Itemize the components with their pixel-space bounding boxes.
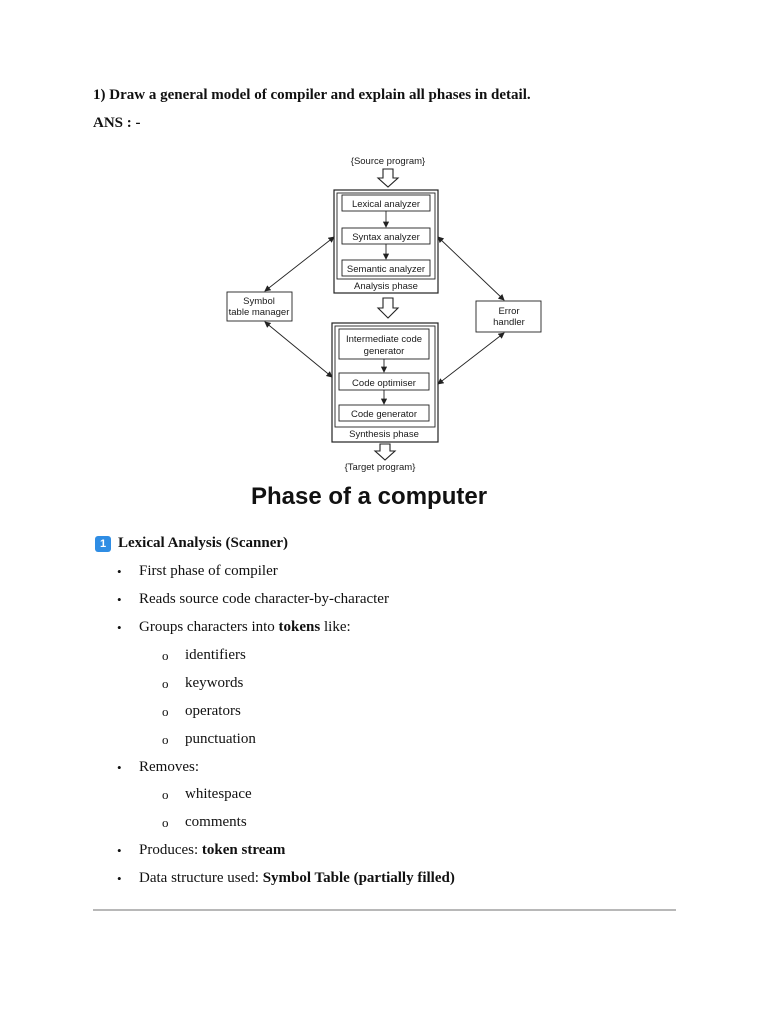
error-handler-box [475, 300, 542, 333]
semantic-analyzer-label: Semantic analyzer [347, 264, 425, 275]
symbol-label-2: table manager [229, 307, 290, 318]
synthesis-phase-label: Synthesis phase [349, 429, 419, 440]
error-synthesis-arrow [437, 332, 505, 385]
section-heading: 1 Lexical Analysis (Scanner) [95, 535, 288, 552]
symbol-label-1: Symbol [243, 296, 275, 307]
token-stream-term: token stream [201, 842, 286, 858]
source-hollow-arrow [376, 168, 400, 188]
error-analysis-arrow [437, 236, 505, 301]
question-heading: 1) Draw a general model of compiler and … [93, 87, 531, 103]
bullet-icon: • [117, 620, 122, 635]
compiler-phases-diagram: {Source program} Lexical analyzer Syntax… [222, 148, 552, 478]
sub-list-item: operators [185, 703, 241, 719]
syntax-analyzer-label: Syntax analyzer [352, 232, 420, 243]
list-item: Removes: [139, 759, 199, 775]
circle-bullet-icon: o [162, 648, 169, 663]
bullet-icon: • [117, 760, 122, 775]
code-generator-label: Code generator [351, 409, 417, 420]
sub-list-item: comments [185, 814, 247, 830]
target-program-label: {Target program} [345, 462, 416, 473]
sub-list-item: keywords [185, 675, 244, 691]
section-title: Lexical Analysis (Scanner) [118, 535, 289, 551]
error-label-1: Error [498, 306, 519, 317]
circle-bullet-icon: o [162, 732, 169, 747]
bullet-icon: • [117, 843, 122, 858]
target-hollow-arrow [373, 443, 397, 461]
list-item: Reads source code character-by-character [139, 591, 389, 607]
tokens-term: tokens [278, 619, 321, 635]
symbol-table-term: Symbol Table (partially filled) [262, 870, 455, 886]
source-program-label: {Source program} [351, 156, 425, 167]
number-one-badge: 1 [95, 535, 111, 552]
symbol-table-manager-box [226, 291, 293, 322]
circle-bullet-icon: o [162, 676, 169, 691]
bullet-icon: • [117, 592, 122, 607]
circle-bullet-icon: o [162, 815, 169, 830]
circle-bullet-icon: o [162, 787, 169, 802]
bullet-icon: • [117, 871, 122, 886]
analysis-phase-label: Analysis phase [354, 281, 418, 292]
semantic-analyzer-box [341, 259, 431, 277]
symbol-synthesis-arrow [264, 321, 333, 378]
horizontal-divider [93, 909, 676, 911]
diagram-caption: Phase of a computer [250, 483, 488, 510]
error-label-2: handler [493, 317, 525, 328]
sub-list-item: punctuation [185, 731, 256, 747]
sub-list-item: identifiers [185, 647, 246, 663]
intermediate-code-generator-box [338, 328, 430, 360]
lexical-analyzer-label: Lexical analyzer [352, 199, 420, 210]
phase-hollow-arrow [376, 297, 400, 319]
intermediate-code-label-1: Intermediate code [346, 334, 422, 345]
sub-list-item: whitespace [185, 786, 252, 802]
answer-label: ANS : - [93, 115, 141, 131]
bullet-icon: • [117, 564, 122, 579]
list-item: Data structure used: Symbol Table (parti… [139, 870, 455, 886]
symbol-analysis-arrow [264, 236, 335, 292]
list-item: First phase of compiler [139, 563, 278, 579]
code-optimiser-label: Code optimiser [352, 378, 416, 389]
intermediate-code-label-2: generator [364, 346, 405, 357]
circle-bullet-icon: o [162, 704, 169, 719]
list-item: Produces: token stream [139, 842, 286, 858]
list-item: Groups characters into tokens like: [139, 619, 351, 635]
code-generator-box [338, 404, 430, 422]
